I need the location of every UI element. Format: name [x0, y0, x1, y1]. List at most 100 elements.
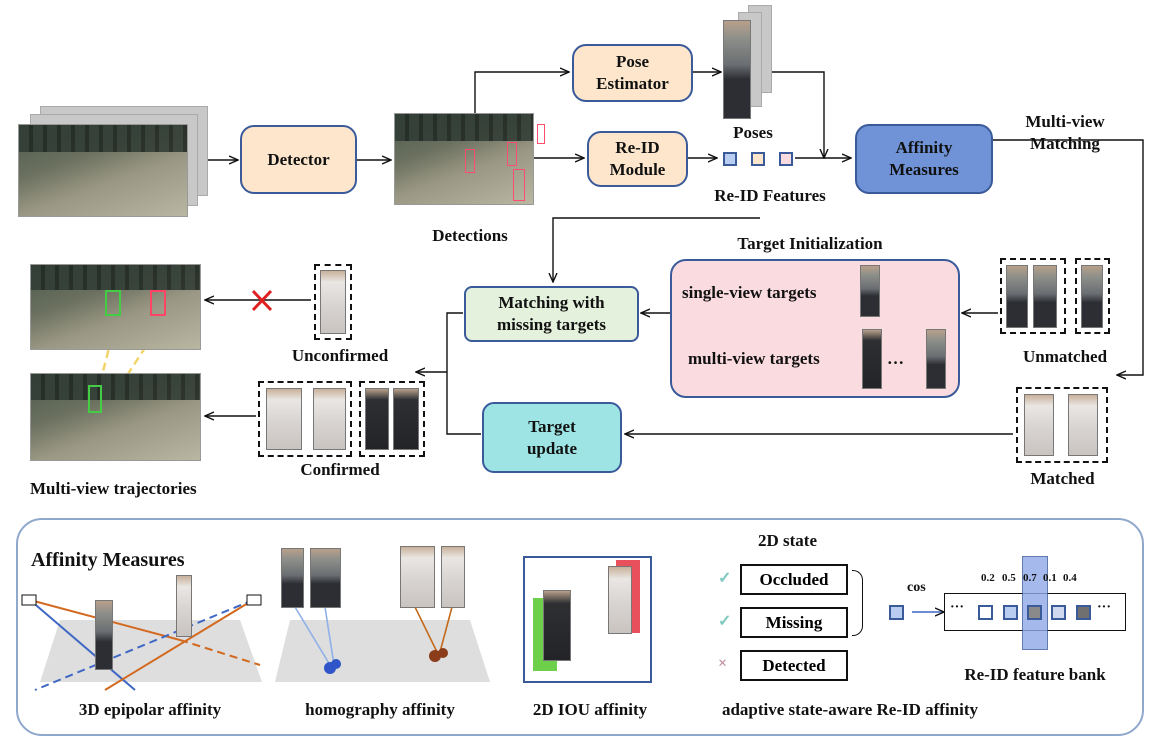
iou-crop [543, 590, 571, 661]
target-update-node: Target update [482, 402, 622, 473]
multi-view-label: multi-view targets [688, 349, 820, 368]
reid-affinity-label: adaptive state-aware Re-ID affinity [721, 700, 979, 719]
confirmed-crop [365, 388, 389, 450]
reid-feature-square [723, 152, 737, 166]
arrow-detections-pose [474, 72, 569, 113]
arrow-features-missing [553, 217, 760, 282]
bank-dots-right: ··· [1097, 600, 1112, 615]
unconfirmed-crop [320, 270, 346, 334]
arrow-missing-confirmed [416, 312, 481, 435]
matching-missing-line2: missing targets [496, 315, 607, 334]
bank-value: 0.2 [981, 572, 995, 584]
state-detected: Detected [740, 650, 848, 681]
matched-box [1016, 387, 1108, 463]
iou-crop [608, 566, 632, 634]
confirmed-label: Confirmed [300, 460, 380, 479]
unconfirmed-box [314, 264, 352, 340]
state-occluded: Occluded [740, 564, 848, 595]
unmatched-crop [1006, 265, 1028, 328]
pose-estimator-node: Pose Estimator [572, 44, 693, 102]
poses-label: Poses [733, 123, 773, 142]
arrow-affinity-matching [993, 139, 1144, 375]
cross-icon: × [718, 655, 728, 672]
multi-view-ellipsis: … [887, 349, 904, 368]
bank-value: 0.1 [1043, 572, 1057, 584]
detector-node: Detector [240, 125, 357, 194]
multiview-matching-line1: Multi-view [1025, 112, 1105, 131]
confirmed-box-1 [258, 381, 352, 457]
iou-label: 2D IOU affinity [532, 700, 648, 719]
bank-feature [978, 605, 993, 620]
detection-box [465, 149, 475, 173]
state-brace [852, 570, 863, 636]
confirmed-crop [266, 388, 302, 450]
bank-feature [1003, 605, 1018, 620]
target-init-label: Target Initialization [737, 234, 883, 253]
reid-module-line2: Module [609, 160, 666, 179]
detection-box [513, 169, 525, 201]
trajectory-frame-bottom [30, 373, 201, 461]
reid-feature-square [751, 152, 765, 166]
affinity-line2: Measures [889, 160, 959, 179]
state-title: 2D state [757, 531, 817, 550]
query-feature-square [889, 605, 904, 620]
target-init-box [670, 259, 960, 398]
bank-feature [1027, 605, 1042, 620]
homography-crop [441, 546, 465, 608]
unmatched-crop [1033, 265, 1057, 328]
homography-crop [400, 546, 435, 608]
cos-label: cos [907, 580, 926, 595]
input-frame [18, 124, 188, 217]
single-view-label: single-view targets [682, 283, 817, 302]
detector-label: Detector [267, 149, 330, 169]
epipolar-person [176, 575, 192, 637]
affinity-line1: Affinity [895, 138, 953, 157]
bank-label: Re-ID feature bank [964, 665, 1106, 684]
detection-box [507, 142, 517, 166]
check-icon: ✓ [718, 613, 732, 630]
track-marker-green [105, 290, 121, 316]
reid-module-line1: Re-ID [615, 138, 660, 157]
matched-crop [1068, 394, 1098, 456]
bank-value: 0.5 [1002, 572, 1016, 584]
bank-feature [1076, 605, 1091, 620]
unmatched-box-2 [1075, 258, 1110, 334]
reid-features-label: Re-ID Features [714, 186, 826, 205]
matched-crop [1024, 394, 1054, 456]
bank-dots-left: ··· [950, 600, 965, 615]
homography-drawing [275, 606, 490, 682]
confirmed-crop [393, 388, 419, 450]
bank-value: 0.4 [1063, 572, 1077, 584]
track-marker-red [150, 290, 166, 316]
unmatched-crop [1081, 265, 1103, 328]
arrow-poses-affinity [772, 71, 824, 158]
check-icon: ✓ [718, 570, 732, 587]
track-marker-green [88, 385, 102, 413]
epipolar-person [95, 600, 113, 670]
unmatched-label: Unmatched [1022, 347, 1108, 366]
iou-frame [523, 556, 652, 683]
pose-estimator-line2: Estimator [596, 74, 669, 93]
unconfirmed-label: Unconfirmed [291, 346, 389, 365]
panel-title: Affinity Measures [31, 549, 185, 571]
pose-estimator-line1: Pose [615, 52, 650, 71]
matched-label: Matched [1030, 469, 1095, 488]
detections-label: Detections [432, 226, 508, 245]
epipolar-label: 3D epipolar affinity [78, 700, 222, 719]
unmatched-box-1 [1000, 258, 1066, 334]
target-update-line2: update [526, 438, 578, 458]
multiview-matching-label: Multi-view Matching [1010, 111, 1120, 155]
target-update-line1: Target [528, 416, 576, 436]
affinity-measures-node: Affinity Measures [855, 124, 993, 194]
pose-crop [723, 20, 751, 119]
reid-feature-square [779, 152, 793, 166]
bank-value: 0.7 [1023, 572, 1037, 584]
homography-crop [281, 548, 304, 608]
trajectory-frame-top [30, 264, 201, 350]
state-missing: Missing [740, 607, 848, 638]
confirmed-crop [313, 388, 346, 450]
affinity-panel [16, 518, 1144, 736]
detection-box [537, 124, 545, 144]
trajectories-label: Multi-view trajectories [30, 479, 197, 498]
